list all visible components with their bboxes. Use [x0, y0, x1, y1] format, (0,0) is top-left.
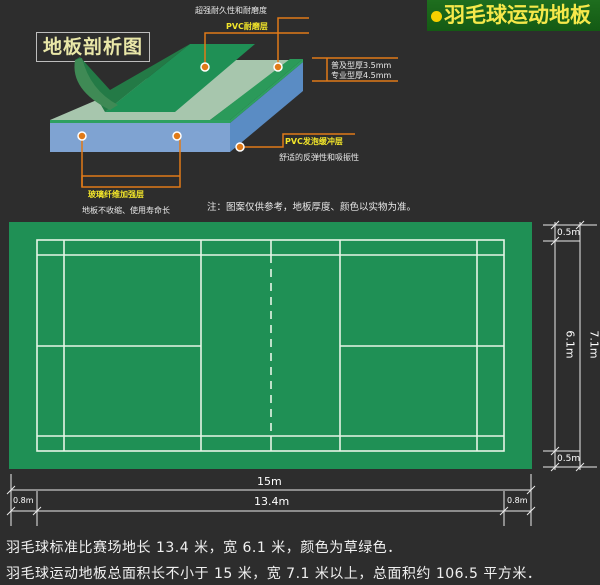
foam-layer-label: PVC发泡缓冲层 — [285, 137, 343, 146]
bullet-icon — [431, 10, 442, 22]
foam-layer-side — [230, 62, 303, 152]
fiber-layer-description: 地板不收缩、使用寿命长 — [82, 206, 170, 215]
dim-court-width: 6.1m — [563, 330, 577, 359]
dim-total-length: 15m — [257, 475, 282, 488]
brand-title: 羽毛球运动地板 — [444, 3, 591, 27]
wear-layer — [105, 44, 255, 112]
wear-layer-description: 超强耐久性和耐磨度 — [195, 6, 267, 15]
wear-layer-label: PVC耐磨层 — [226, 22, 268, 31]
brand-banner: 羽毛球运动地板 — [427, 0, 600, 31]
thickness-standard: 普及型厚3.5mm — [331, 61, 392, 70]
description-line-2: 羽毛球运动地板总面积长不小于 15 米，宽 7.1 米以上，总面积约 106.5… — [6, 566, 542, 582]
description-line-1: 羽毛球标准比赛场地长 13.4 米，宽 6.1 米，颜色为草绿色． — [6, 540, 402, 556]
thickness-professional: 专业型厚4.5mm — [331, 71, 392, 80]
floor-cross-section-diagram — [50, 17, 398, 188]
dim-side-margin-bottom: 0.5m — [557, 454, 581, 464]
disclaimer-note: 注：图案仅供参考，地板厚度、颜色以实物为准。 — [207, 202, 417, 213]
dim-end-margin-right: 0.8m — [507, 496, 528, 505]
dim-court-length: 13.4m — [254, 495, 290, 508]
dim-side-margin-top: 0.5m — [557, 228, 581, 238]
fiber-layer-label: 玻璃纤维加强层 — [88, 190, 144, 199]
dim-total-width: 7.1m — [587, 330, 600, 359]
foam-layer-description: 舒适的反弹性和吸振性 — [279, 153, 359, 162]
foam-layer-front — [50, 123, 230, 152]
section-title: 地板剖析图 — [36, 32, 150, 62]
dim-end-margin-left: 0.8m — [13, 496, 34, 505]
